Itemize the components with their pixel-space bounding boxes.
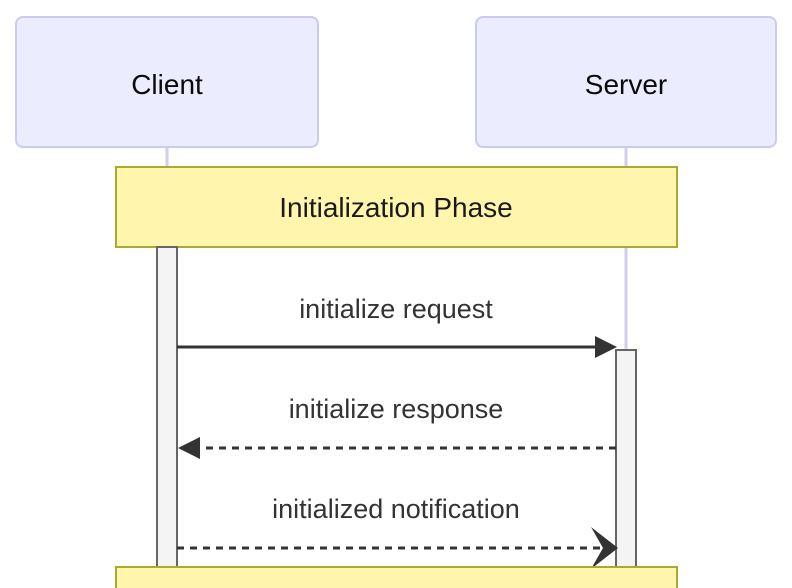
actor-client: Client: [15, 16, 319, 148]
message-initialize-request: initialize request: [177, 294, 617, 358]
actor-server: Server: [475, 16, 777, 148]
message-initialized-notification-label: initialized notification: [272, 494, 520, 524]
message-initialize-response: initialize response: [178, 394, 616, 459]
note-initialization-phase: Initialization Phase: [115, 166, 678, 248]
server-activation-bar: [615, 349, 637, 568]
actor-client-box: [15, 16, 319, 148]
actor-server-label: Server: [585, 69, 667, 100]
actor-client-label: Client: [131, 69, 203, 100]
message-initialize-response-label: initialize response: [289, 394, 504, 424]
actor-server-box: [475, 16, 777, 148]
note-initialization-phase-box: [115, 166, 678, 248]
client-activation-bar: [156, 246, 178, 568]
message-initialized-notification: initialized notification: [177, 494, 618, 569]
arrowhead-open-chevron-icon: [591, 527, 618, 569]
note-bottom-partial-box: [115, 566, 678, 588]
arrowhead-filled-left-icon: [178, 437, 200, 459]
arrowhead-filled-right-icon: [595, 336, 617, 358]
message-initialize-request-label: initialize request: [299, 294, 493, 324]
note-initialization-phase-label: Initialization Phase: [279, 192, 512, 223]
